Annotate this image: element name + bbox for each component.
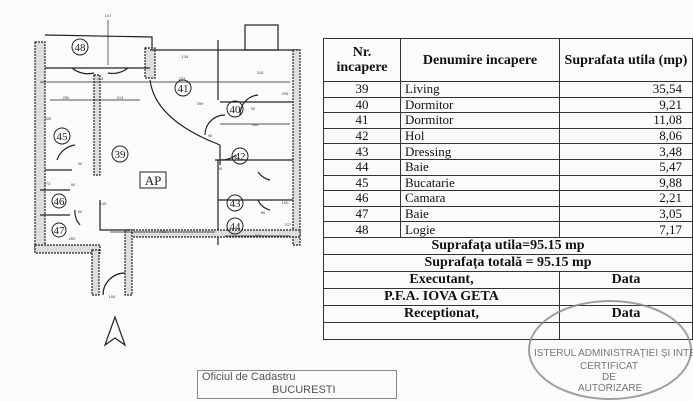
room-label: 47 — [54, 225, 66, 237]
dimension: 217 — [285, 222, 292, 227]
header-nr: Nr. incapere — [323, 38, 401, 82]
cadastre-office-stamp: Oficiul de Cadastru BUCURESTI — [197, 370, 397, 399]
room-label: 43 — [230, 198, 242, 210]
dimension: 90 — [218, 166, 223, 171]
dimension: 399 — [197, 101, 204, 106]
stamp-text: CERTIFICAT — [580, 361, 638, 372]
executant-label: Executant, — [323, 270, 560, 289]
floor-plan: 48 41 40 45 39 42 43 46 47 44 AP 147 418… — [34, 13, 301, 347]
room-label: 41 — [178, 83, 189, 95]
dimension: 260 — [69, 236, 76, 241]
stamp-text: DE — [602, 372, 616, 383]
room-label: 44 — [230, 221, 242, 233]
dimension: 316 — [255, 233, 262, 238]
room-label: 42 — [235, 151, 246, 163]
date-label: Data — [559, 304, 693, 323]
dimension: 100 — [282, 200, 289, 205]
executant-name: P.F.A. IOVA GETA — [323, 287, 560, 306]
room-label: 40 — [230, 104, 242, 116]
dimension: 499 — [160, 229, 167, 234]
dimension: 296 — [282, 91, 289, 96]
dimension: 134 — [182, 54, 189, 59]
dimension: 90 — [78, 161, 83, 166]
apartment-label: AP — [145, 173, 162, 188]
table-header: Nr. incapere Denumire incapere Suprafata… — [323, 38, 693, 82]
stamp-text: AUTORIZARE — [578, 383, 643, 394]
dimension: 405 — [45, 116, 52, 121]
date-label: Data — [559, 270, 693, 289]
total-area: Suprafața totală = 95.15 mp — [323, 253, 693, 272]
dimension: 80 — [78, 209, 83, 214]
dimension: 336 — [252, 122, 259, 127]
received-label: Receptionat, — [323, 304, 560, 323]
dimension: 145 — [100, 201, 107, 206]
room-label: 46 — [54, 196, 66, 208]
room-label: 39 — [115, 149, 127, 161]
dimension: 147 — [105, 13, 112, 18]
dimension: 90 — [71, 182, 76, 187]
dimension: 80 — [261, 210, 266, 215]
room-label: 45 — [57, 131, 69, 143]
header-area: Suprafata utila (mp) — [559, 38, 693, 82]
header-name: Denumire incapere — [400, 38, 560, 82]
dimension: 173 — [44, 181, 51, 186]
dimension: 90 — [251, 106, 256, 111]
dimension: 250 — [63, 95, 70, 100]
useful-area-total: Suprafața utila=95.15 mp — [323, 236, 693, 255]
dimension: 90 — [208, 133, 213, 138]
rooms-table: Nr. incapere Denumire incapere Suprafata… — [323, 38, 693, 340]
room-label: 48 — [75, 42, 87, 54]
dimension: 418 — [97, 76, 104, 81]
dimension: 203 — [179, 76, 186, 81]
dimension: 316 — [257, 70, 264, 75]
dimension: 106 — [109, 294, 116, 299]
dimension: 214 — [117, 95, 124, 100]
stamp-ring-text: ISTERUL ADMINISTRAȚIEI ȘI INTE — [534, 348, 693, 359]
